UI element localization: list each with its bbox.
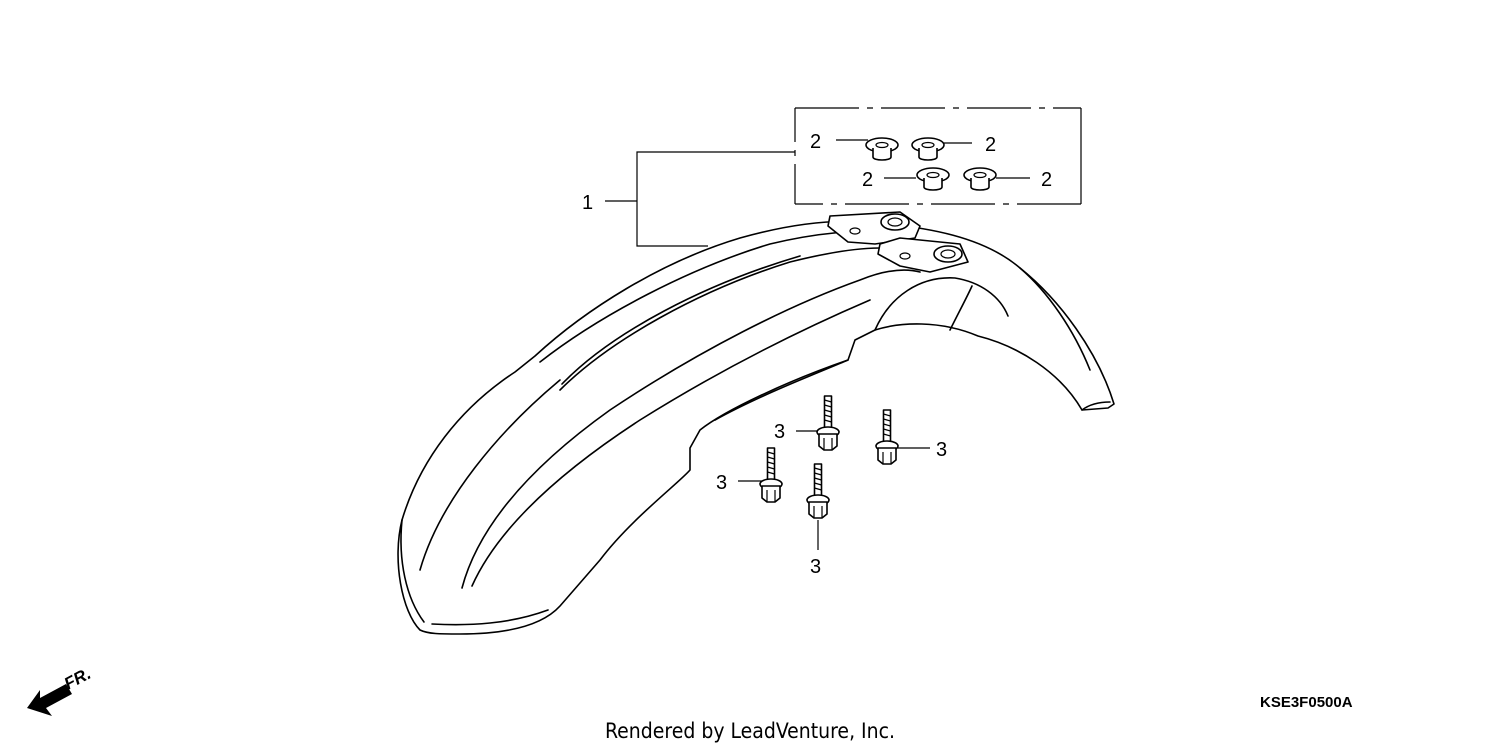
grommet-4[interactable] — [963, 167, 997, 191]
grommet-1[interactable] — [865, 137, 899, 161]
callout-3a: 3 — [774, 421, 785, 443]
bolt-1[interactable] — [816, 395, 840, 451]
callout-1: 1 — [582, 192, 593, 214]
callout-2a: 2 — [810, 131, 821, 153]
callout-2d: 2 — [1041, 169, 1052, 191]
callout-2c: 2 — [862, 169, 873, 191]
callout-3b: 3 — [936, 439, 947, 461]
grommet-3[interactable] — [916, 167, 950, 191]
front-direction-arrow-icon: FR. — [27, 664, 94, 716]
callout-3c: 3 — [716, 472, 727, 494]
bolt-2[interactable] — [875, 409, 899, 465]
diagram-code: KSE3F0500A — [1260, 694, 1353, 711]
bolt-4[interactable] — [806, 463, 830, 519]
bolt-3[interactable] — [759, 447, 783, 503]
callout-3d: 3 — [810, 556, 821, 578]
callout-2b: 2 — [985, 134, 996, 156]
front-fender[interactable] — [397, 211, 1115, 635]
callout-1-bracket — [605, 151, 795, 247]
grommet-2[interactable] — [911, 137, 945, 161]
grommet-parts-box — [794, 107, 1082, 205]
footer-credit: Rendered by LeadVenture, Inc. — [605, 719, 895, 743]
